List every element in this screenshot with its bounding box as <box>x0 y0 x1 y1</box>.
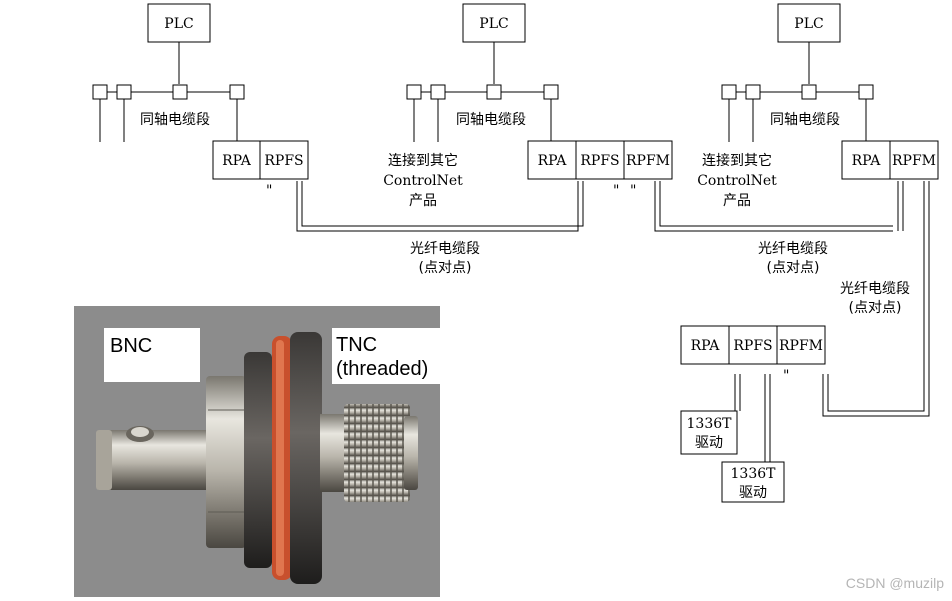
flange <box>290 332 322 584</box>
gasket-highlight <box>276 340 284 576</box>
rpfm-label: RPFM <box>779 338 823 354</box>
tap <box>92 84 108 100</box>
fiber-line <box>301 181 584 227</box>
fiber-line <box>654 181 893 232</box>
plc-box <box>147 3 211 43</box>
network-1: PLC 同轴电缆段 RPA RPFS " <box>92 3 309 199</box>
coax-segment-label: 同轴电缆段 <box>770 112 840 128</box>
other-products-line3: 产品 <box>723 193 751 209</box>
bayonet-pin-cap <box>131 427 149 437</box>
other-products-line3: 产品 <box>409 193 437 209</box>
tap <box>430 84 446 100</box>
fiber-line <box>822 181 930 417</box>
drive-label: 驱动 <box>695 435 723 451</box>
rpa-module <box>841 140 891 180</box>
fiber-segment-sublabel: (点对点) <box>849 300 902 316</box>
rpfm-module <box>889 140 939 180</box>
rpfm-label: RPFM <box>892 153 936 169</box>
plc-label: PLC <box>479 16 508 32</box>
tap <box>406 84 422 100</box>
plc-box <box>462 3 526 43</box>
tap <box>721 84 737 100</box>
bnc-label: BNC <box>110 335 152 357</box>
tnc-threads <box>344 404 410 502</box>
port-mark: " <box>783 368 789 384</box>
tap <box>172 84 188 100</box>
tap <box>858 84 874 100</box>
tap <box>116 84 132 100</box>
rpa-module <box>680 325 730 365</box>
hex-nut <box>206 376 246 548</box>
tap <box>543 84 559 100</box>
washer <box>244 352 272 568</box>
tap <box>229 84 245 100</box>
other-products-line1: 连接到其它 <box>702 152 772 169</box>
plc-label: PLC <box>164 16 193 32</box>
rpfm-module <box>623 140 673 180</box>
fiber-line <box>827 181 925 412</box>
rpfs-label: RPFS <box>264 153 303 169</box>
other-products-line2: ControlNet <box>697 173 777 189</box>
fiber-links <box>296 181 930 417</box>
rpfs-module <box>259 140 309 180</box>
port-mark: " <box>613 183 619 199</box>
fiber-segment-label: 光纤电缆段 <box>410 241 480 257</box>
tnc-tip <box>404 416 418 490</box>
port-mark: " <box>630 183 636 199</box>
fiber-line <box>659 181 893 227</box>
connector-photo: BNC TNC (threaded) <box>74 306 440 597</box>
bnc-body <box>96 430 216 490</box>
network-3: PLC 同轴电缆段 连接到其它 ControlNet 产品 RPA RPFM <box>697 3 939 209</box>
rpa-module <box>527 140 577 180</box>
drive-1336t-box <box>721 461 785 503</box>
tap <box>801 84 817 100</box>
drive-model: 1336T <box>731 466 777 482</box>
drive-model: 1336T <box>687 416 733 432</box>
rpa-module <box>212 140 261 180</box>
rpfs-module <box>575 140 625 180</box>
port-mark: " <box>266 183 272 199</box>
tnc-sublabel: (threaded) <box>336 358 428 380</box>
rpfm-label: RPFM <box>626 153 670 169</box>
rpa-label: RPA <box>538 153 568 169</box>
fiber-segment-sublabel: (点对点) <box>419 260 472 276</box>
tnc-label: TNC <box>336 334 377 356</box>
rpa-label: RPA <box>222 153 252 169</box>
rpfs-label: RPFS <box>580 153 619 169</box>
tap <box>486 84 502 100</box>
drive-1336t-box <box>680 410 738 455</box>
other-products-line2: ControlNet <box>383 173 463 189</box>
coax-segment-label: 同轴电缆段 <box>456 112 526 128</box>
fiber-segment-label: 光纤电缆段 <box>840 281 910 297</box>
bnc-tip <box>96 430 112 490</box>
rpfs-module <box>728 325 778 365</box>
rpa-label: RPA <box>852 153 882 169</box>
fiber-segment-label: 光纤电缆段 <box>758 241 828 257</box>
tnc-label-box <box>332 328 440 384</box>
watermark: CSDN @muzilp <box>846 575 944 591</box>
rpfm-module <box>776 325 826 365</box>
lower-group: RPA RPFS RPFM " 1336T 驱动 1336T 驱动 <box>680 325 826 503</box>
coax-segment-label: 同轴电缆段 <box>140 112 210 128</box>
other-products-line1: 连接到其它 <box>388 152 458 169</box>
fiber-line <box>296 181 579 232</box>
rpfs-label: RPFS <box>733 338 772 354</box>
tap <box>745 84 761 100</box>
network-2: PLC 同轴电缆段 连接到其它 ControlNet 产品 RPA RPFS R… <box>383 3 673 209</box>
bnc-label-box <box>104 328 200 382</box>
plc-label: PLC <box>794 16 823 32</box>
fiber-segment-sublabel: (点对点) <box>767 260 820 276</box>
drive-label: 驱动 <box>739 485 767 501</box>
rpa-label: RPA <box>691 338 721 354</box>
